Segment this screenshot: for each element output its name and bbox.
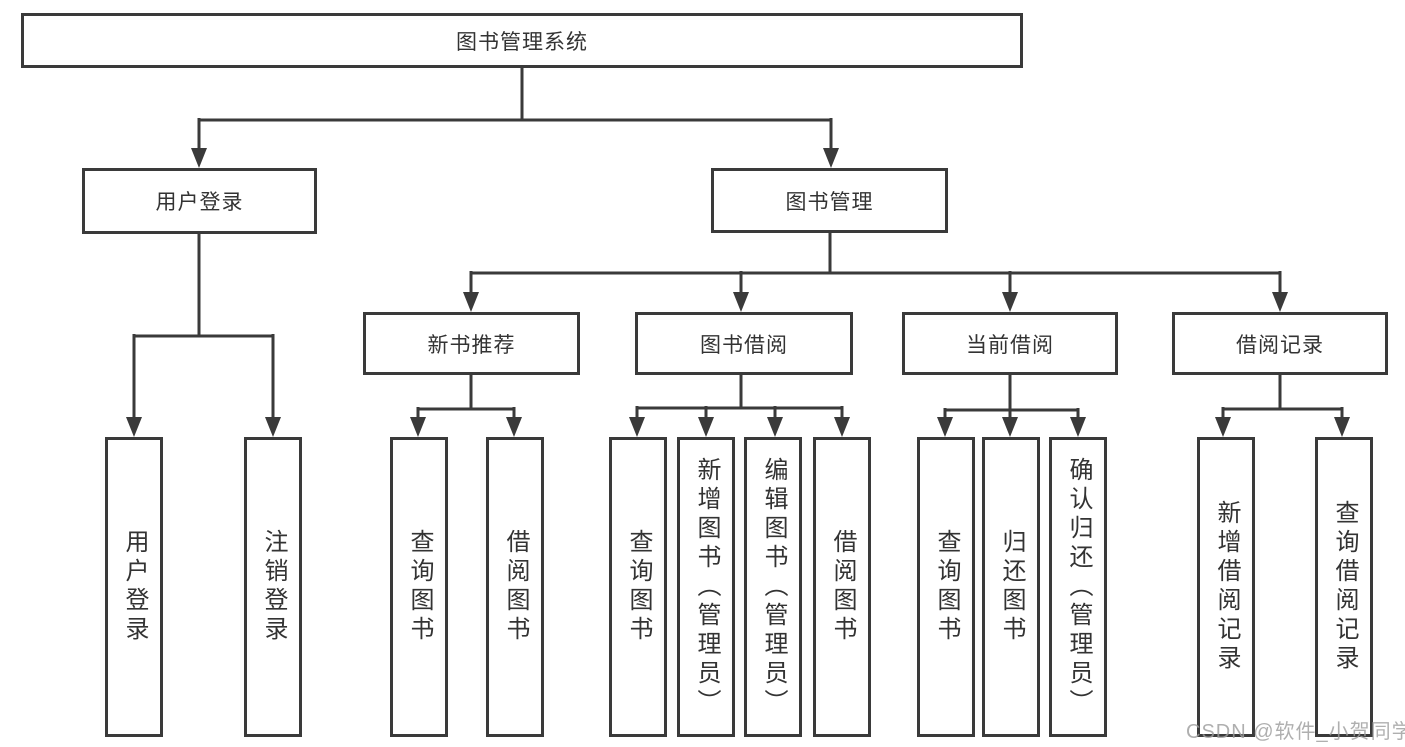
node-leaf-query-book-1: 查询图书 xyxy=(390,437,448,737)
arrowhead xyxy=(410,417,426,437)
leaf-label: 新增借阅记录 xyxy=(1213,500,1240,674)
connector-user-login-subtree xyxy=(126,234,281,437)
arrowhead xyxy=(1215,417,1231,437)
connector-root-to-level1 xyxy=(191,68,839,168)
node-leaf-edit-book: 编辑图书（管理员） xyxy=(744,437,802,737)
leaf-label: 注销登录 xyxy=(260,529,287,645)
node-leaf-return-book: 归还图书 xyxy=(982,437,1040,737)
connector-borrow-records-subtree xyxy=(1215,375,1350,437)
node-leaf-borrow-book-2: 借阅图书 xyxy=(813,437,871,737)
node-new-book-rec: 新书推荐 xyxy=(363,312,580,375)
node-leaf-confirm-return: 确认归还（管理员） xyxy=(1049,437,1107,737)
leaf-label: 查询图书 xyxy=(933,529,960,645)
connector-book-mgmt-to-level3 xyxy=(463,233,1288,312)
arrowhead xyxy=(834,417,850,437)
arrowhead xyxy=(191,148,207,168)
arrowhead xyxy=(937,417,953,437)
node-book-borrow: 图书借阅 xyxy=(635,312,853,375)
connector-current-borrow-subtree xyxy=(937,375,1086,437)
leaf-label: 查询图书 xyxy=(625,529,652,645)
arrowhead xyxy=(1002,417,1018,437)
node-leaf-logout: 注销登录 xyxy=(244,437,302,737)
node-leaf-user-login: 用户登录 xyxy=(105,437,163,737)
arrowhead xyxy=(698,417,714,437)
arrowhead xyxy=(1272,292,1288,312)
arrowhead xyxy=(1070,417,1086,437)
connector-new-book-rec-subtree xyxy=(410,375,522,437)
leaf-label: 借阅图书 xyxy=(502,529,529,645)
arrowhead xyxy=(463,292,479,312)
arrowhead xyxy=(506,417,522,437)
leaf-label: 新增图书（管理员） xyxy=(693,456,720,718)
arrowhead xyxy=(265,417,281,437)
arrowhead xyxy=(767,417,783,437)
arrowhead xyxy=(823,148,839,168)
node-leaf-query-borrow-record: 查询借阅记录 xyxy=(1315,437,1373,737)
node-leaf-add-book: 新增图书（管理员） xyxy=(677,437,735,737)
leaf-label: 归还图书 xyxy=(998,529,1025,645)
leaf-label: 确认归还（管理员） xyxy=(1065,456,1092,718)
node-leaf-add-borrow-record: 新增借阅记录 xyxy=(1197,437,1255,737)
arrowhead xyxy=(1002,292,1018,312)
leaf-label: 编辑图书（管理员） xyxy=(760,456,787,718)
leaf-label: 用户登录 xyxy=(121,529,148,645)
arrowhead xyxy=(629,417,645,437)
arrowhead xyxy=(733,292,749,312)
node-root: 图书管理系统 xyxy=(21,13,1023,68)
csdn-watermark: CSDN @软件_小贺同学 xyxy=(1186,721,1405,743)
node-user-login-group: 用户登录 xyxy=(82,168,317,234)
node-book-mgmt-group: 图书管理 xyxy=(711,168,948,233)
arrowhead xyxy=(126,417,142,437)
node-borrow-records: 借阅记录 xyxy=(1172,312,1388,375)
node-leaf-borrow-book-1: 借阅图书 xyxy=(486,437,544,737)
connector-book-borrow-subtree xyxy=(629,375,850,437)
node-leaf-query-book-3: 查询图书 xyxy=(917,437,975,737)
leaf-label: 查询图书 xyxy=(406,529,433,645)
arrowhead xyxy=(1334,417,1350,437)
node-leaf-query-book-2: 查询图书 xyxy=(609,437,667,737)
leaf-label: 查询借阅记录 xyxy=(1331,500,1358,674)
node-current-borrow: 当前借阅 xyxy=(902,312,1118,375)
leaf-label: 借阅图书 xyxy=(829,529,856,645)
